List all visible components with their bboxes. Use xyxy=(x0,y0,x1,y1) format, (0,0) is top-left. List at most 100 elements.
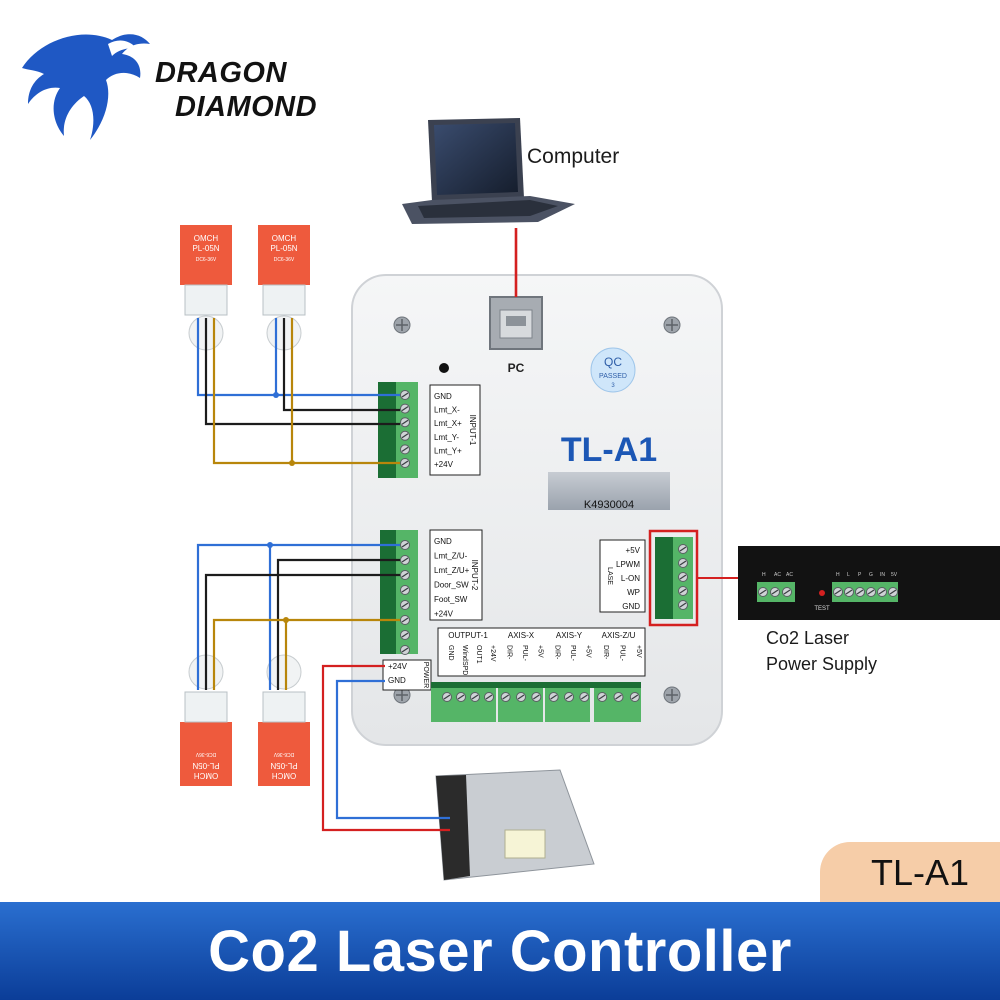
psu-pin-label: AC xyxy=(786,572,793,578)
laser-pin-label: WP xyxy=(627,588,640,597)
terminal-screw xyxy=(579,692,590,702)
terminal-screw xyxy=(678,572,688,582)
computer-label: Computer xyxy=(527,145,620,168)
mounting-screw-icon xyxy=(393,316,681,704)
terminal-screw xyxy=(400,430,410,441)
input2-pin-label: Foot_SW xyxy=(434,595,468,604)
terminal-screw xyxy=(564,692,574,702)
qc-sticker: QC PASSED 3 xyxy=(590,347,636,393)
axis-x-pin-label: DIR- xyxy=(506,645,513,660)
terminal-screw xyxy=(484,692,494,702)
psu-pin-label: AC xyxy=(774,572,781,578)
footer-title: Co2 Laser Controller xyxy=(208,919,792,984)
terminal-screw xyxy=(400,645,410,655)
axis-y-pin-label: +5V xyxy=(584,645,591,658)
power-pin-label: GND xyxy=(388,676,406,685)
sensor-spec: DC6-36V xyxy=(274,257,295,263)
output1-pin-label: +24V xyxy=(489,645,496,662)
model-badge xyxy=(820,842,1000,904)
axis-zu-title: AXIS-Z/U xyxy=(602,631,636,640)
psu-pin-label: L xyxy=(847,572,850,578)
power-title: POWER xyxy=(422,662,429,688)
axis-y-pin-label: PUL- xyxy=(569,645,576,662)
footer-bar xyxy=(0,902,1000,1000)
input1-pin-label: GND xyxy=(434,392,452,401)
terminal-screw xyxy=(888,587,898,597)
sensor-brand: OMCH xyxy=(194,234,219,243)
output1-pin-label: OUT1 xyxy=(475,645,482,664)
laser-pin-label: GND xyxy=(622,602,640,611)
input2-pin-label: GND xyxy=(434,537,452,546)
terminal-screw xyxy=(470,692,480,702)
output1-pin-label: WindSPD xyxy=(461,645,468,675)
terminal-screw xyxy=(613,692,624,702)
proximity-sensor-icon xyxy=(180,225,310,786)
terminal-screw xyxy=(855,587,865,597)
axis-y-title: AXIS-Y xyxy=(556,631,583,640)
psu-pin-label: 5V xyxy=(891,572,898,578)
output-label-strip xyxy=(437,627,646,677)
input2-title: INPUT-2 xyxy=(470,560,479,591)
terminal-screw xyxy=(516,692,526,702)
input1-pin-label: +24V xyxy=(434,460,454,469)
terminal-screw xyxy=(400,555,410,565)
laser-title: LASE xyxy=(606,567,613,585)
input2-pin-label: +24V xyxy=(434,610,454,619)
terminal-screw xyxy=(400,458,410,468)
model-badge-text: TL-A1 xyxy=(870,852,970,893)
terminal-screw xyxy=(400,630,410,640)
terminal-screw xyxy=(833,587,843,597)
axis-x-pin-label: PUL- xyxy=(521,645,528,662)
sensor-brand: OMCH xyxy=(194,771,219,780)
terminal-screw xyxy=(770,587,780,597)
sensor-model: PL-05N xyxy=(192,761,219,770)
terminal-screw xyxy=(758,587,768,597)
usb-port-label: PC xyxy=(508,361,525,375)
psu-test-label: TEST xyxy=(814,606,830,612)
terminal-screw xyxy=(442,692,452,702)
axis-zu-pin-label: DIR- xyxy=(602,645,609,660)
input1-pin-label: Lmt_Y+ xyxy=(434,446,462,455)
indicator-led xyxy=(439,363,449,373)
serial-tag xyxy=(548,472,670,510)
sensor-brand: OMCH xyxy=(272,771,297,780)
laser-pin-label: L-ON xyxy=(621,574,640,583)
input1-label-box xyxy=(429,384,481,476)
svg-text:3: 3 xyxy=(611,383,615,389)
input1-title: INPUT-1 xyxy=(468,415,477,446)
terminal-screw xyxy=(678,586,688,596)
terminal-screw xyxy=(400,390,410,400)
terminal-screw xyxy=(500,692,511,702)
terminal-screw xyxy=(400,615,410,625)
terminal-screw xyxy=(400,444,410,455)
input2-pin-label: Lmt_Z/U- xyxy=(434,552,468,561)
terminal-screw xyxy=(400,600,410,610)
input2-label-box xyxy=(429,529,483,621)
switching-psu-image xyxy=(435,769,595,881)
terminal-screw xyxy=(844,587,854,597)
brand-line2: DIAMOND xyxy=(175,91,318,123)
sensor-model: PL-05N xyxy=(270,244,297,253)
brand-name: DRAGON DIAMOND xyxy=(155,56,317,124)
model-title: TL-A1 xyxy=(561,431,657,469)
axis-x-pin-label: +5V xyxy=(536,645,543,658)
terminal-screw xyxy=(400,570,410,580)
terminal-screw xyxy=(548,692,559,702)
output1-pin-label: GND xyxy=(447,645,454,661)
axis-x-title: AXIS-X xyxy=(508,631,535,640)
serial-number: K4930004 xyxy=(584,499,634,511)
laser-pin-label: +5V xyxy=(626,546,641,555)
terminal-screw xyxy=(678,544,688,554)
laptop-icon xyxy=(402,118,575,224)
axis-y-pin-label: DIR- xyxy=(554,645,561,660)
input2-pin-label: Lmt_Z/U+ xyxy=(434,566,470,575)
psu-pin-label: H xyxy=(836,572,840,578)
terminal-screw xyxy=(782,587,792,597)
laser-psu-image xyxy=(738,546,1000,620)
psu-pin-label: G xyxy=(869,572,873,578)
input1-pin-label: Lmt_X- xyxy=(434,406,460,415)
laser-pin-label: LPWM xyxy=(616,560,640,569)
terminal-screw xyxy=(531,692,542,702)
usb-port[interactable] xyxy=(489,296,543,350)
